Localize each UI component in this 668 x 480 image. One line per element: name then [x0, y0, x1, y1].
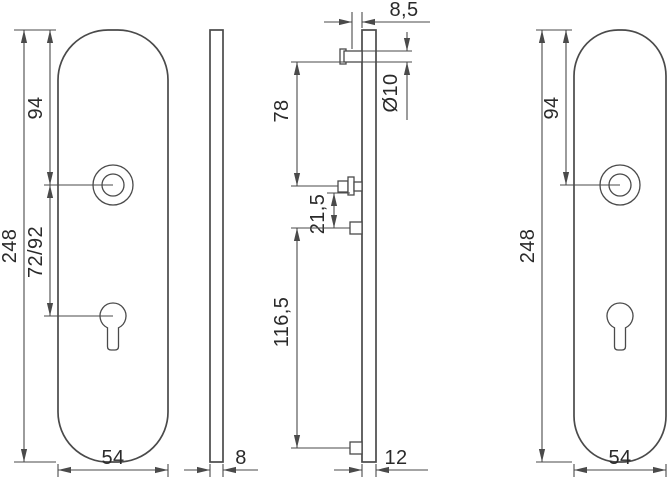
plate-outline-right — [573, 29, 667, 463]
dim-label-54-left: 54 — [101, 447, 124, 469]
dim-label-72-92: 72/92 — [25, 226, 47, 278]
dim-label-8: 8 — [235, 447, 247, 469]
square-pin-mid — [349, 221, 363, 235]
dim-label-94-left: 94 — [25, 96, 47, 119]
dim-thickness-fixings: 12 — [334, 447, 428, 477]
dim-handle-to-cylinder-left: 72/92 — [25, 185, 113, 317]
dim-label-78: 78 — [271, 99, 293, 122]
front-view-right — [573, 29, 667, 463]
top-pin — [343, 50, 363, 63]
screw-head — [337, 180, 349, 193]
dim-width-left: 54 — [57, 447, 169, 477]
dim-label-116-5: 116,5 — [271, 297, 293, 348]
dim-pin-to-pin: 116,5 — [271, 227, 350, 449]
dim-top-to-handle-left: 94 — [25, 30, 113, 186]
cylinder-keyhole-left — [99, 302, 127, 351]
dim-top-offset: 8,5 — [324, 0, 430, 49]
dim-label-54-right: 54 — [608, 447, 631, 469]
plate-side-plain — [209, 29, 224, 463]
front-view-left — [57, 29, 169, 463]
dim-pin-diameter: Ø10 — [346, 32, 412, 120]
dim-label-248-left: 248 — [0, 229, 21, 264]
dim-overall-height-right: 248 — [517, 29, 572, 463]
dim-label-12: 12 — [384, 447, 407, 469]
plate-side-fixings — [361, 29, 377, 463]
dim-width-right: 54 — [573, 447, 667, 477]
dim-label-94-right: 94 — [541, 96, 563, 119]
dim-overall-height-left: 248 — [0, 29, 56, 463]
square-pin-bottom — [349, 441, 363, 455]
dim-label-8-5: 8,5 — [389, 0, 418, 21]
side-view-fixings — [337, 29, 377, 463]
screw-washer — [347, 176, 355, 196]
dim-top-to-handle-right: 94 — [541, 30, 620, 186]
dim-label-21-5: 21,5 — [307, 194, 329, 235]
dim-label-248-right: 248 — [517, 229, 539, 264]
side-view-plain: 8 — [184, 29, 258, 477]
screw-shaft — [353, 181, 363, 192]
cylinder-keyhole-right — [606, 302, 634, 351]
dim-pin-to-screw: 78 — [271, 61, 344, 187]
dim-label-diameter-10: Ø10 — [380, 73, 402, 112]
dim-screw-to-pin: 21,5 — [307, 192, 350, 235]
plate-outline-left — [57, 29, 169, 463]
